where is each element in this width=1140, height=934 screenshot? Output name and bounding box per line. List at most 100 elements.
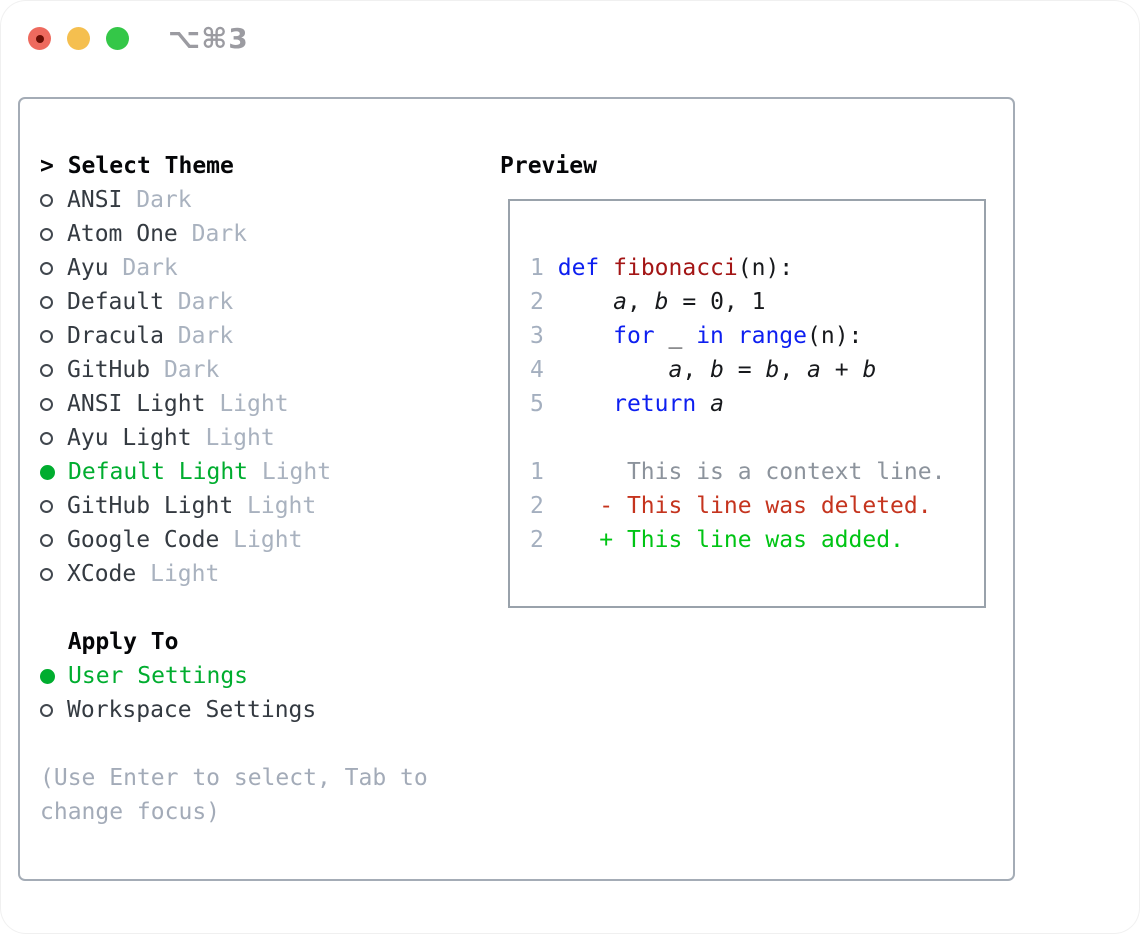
radio-unselected-icon [40, 262, 53, 275]
code-token: def [557, 255, 600, 281]
theme-option-google-code[interactable]: Google Code Light [40, 523, 480, 557]
code-token [724, 323, 738, 349]
radio-unselected-icon [40, 296, 53, 309]
apply-option-workspace-settings[interactable]: Workspace Settings [40, 693, 480, 727]
code-token: range [737, 323, 808, 349]
radio-unselected-icon [40, 330, 53, 343]
code-line: 4 a, b = b, a + b [530, 353, 984, 387]
theme-variant: Light [219, 527, 303, 553]
theme-option-default[interactable]: Default Dark [40, 285, 480, 319]
code-token: a [613, 289, 627, 315]
code-token: - This line was deleted. [599, 493, 932, 519]
code-token: for [613, 323, 655, 349]
theme-variant: Dark [150, 357, 220, 383]
code-token [558, 527, 600, 553]
theme-option-github-light[interactable]: GitHub Light Light [40, 489, 480, 523]
code-token [696, 391, 710, 417]
apply-option-user-settings[interactable]: User Settings [40, 659, 480, 693]
code-token: fibonacci [613, 255, 738, 281]
code-token: _ [654, 323, 697, 349]
theme-name: Dracula [67, 323, 164, 349]
theme-name: Ayu [67, 255, 109, 281]
code-token: b [862, 357, 877, 383]
code-token: return [613, 391, 697, 417]
modified-dot-icon [35, 34, 44, 43]
close-button[interactable] [28, 27, 51, 50]
theme-variant: Dark [163, 289, 234, 315]
maximize-button[interactable] [106, 27, 129, 50]
theme-name: ANSI Light [67, 391, 206, 417]
line-number: 3 [530, 323, 544, 349]
code-token [558, 357, 669, 383]
theme-name: GitHub [67, 357, 151, 383]
code-token: b [765, 357, 780, 383]
select-theme-title: Select Theme [67, 153, 234, 179]
code-token: in [696, 323, 724, 349]
spacer [40, 727, 480, 761]
code-token: = [723, 357, 766, 383]
radio-unselected-icon [40, 568, 53, 581]
line-number: 4 [530, 357, 544, 383]
theme-variant: Light [233, 493, 317, 519]
radio-selected-icon [40, 465, 55, 480]
code-token: a [807, 357, 821, 383]
theme-option-github[interactable]: GitHub Dark [40, 353, 480, 387]
theme-variant: Light [191, 425, 275, 451]
theme-name: Default [67, 289, 164, 315]
window-title: ⌥⌘3 [168, 22, 249, 55]
minimize-button[interactable] [67, 27, 90, 50]
code-token [599, 255, 613, 281]
theme-option-ansi[interactable]: ANSI Dark [40, 183, 480, 217]
preview-header: Preview [500, 153, 597, 179]
select-theme-header: > Select Theme [40, 149, 480, 183]
code-line: 1 def fibonacci(n): [530, 251, 984, 285]
theme-variant: Dark [163, 323, 234, 349]
radio-selected-icon [40, 669, 55, 684]
line-number: 2 [530, 289, 544, 315]
theme-option-ayu[interactable]: Ayu Dark [40, 251, 480, 285]
theme-name: Google Code [67, 527, 220, 553]
theme-variant: Light [205, 391, 289, 417]
theme-name: ANSI [67, 187, 123, 213]
apply-option-label: User Settings [68, 663, 249, 689]
code-token: This is a context line. [557, 459, 946, 485]
theme-name: GitHub Light [67, 493, 234, 519]
code-token [558, 391, 613, 417]
theme-variant: Dark [122, 187, 192, 213]
theme-option-xcode[interactable]: XCode Light [40, 557, 480, 591]
code-token: b [654, 289, 669, 315]
code-token: b [710, 357, 724, 383]
code-token: , [779, 357, 808, 383]
line-number: 1 [530, 459, 544, 485]
code-token [558, 289, 613, 315]
code-token: a [710, 391, 724, 417]
code-line: 1 This is a context line. [530, 455, 984, 489]
theme-name: Atom One [67, 221, 178, 247]
code-token: , [626, 289, 655, 315]
code-token: + This line was added. [599, 527, 904, 553]
theme-variant: Dark [177, 221, 248, 247]
code-line [530, 421, 984, 455]
code-token [558, 493, 600, 519]
spacer [40, 591, 480, 625]
titlebar: ⌥⌘3 [0, 0, 1140, 76]
radio-unselected-icon [40, 194, 53, 207]
radio-unselected-icon [40, 534, 53, 547]
code-token: (n): [807, 323, 863, 349]
theme-option-ansi-light[interactable]: ANSI Light Light [40, 387, 480, 421]
help-text: (Use Enter to select, Tab to change focu… [40, 765, 428, 825]
theme-variant: Light [136, 561, 220, 587]
code-line: 2 + This line was added. [530, 523, 984, 557]
radio-unselected-icon [40, 228, 53, 241]
theme-option-atom-one[interactable]: Atom One Dark [40, 217, 480, 251]
code-token: = 0, 1 [668, 289, 766, 315]
theme-option-dracula[interactable]: Dracula Dark [40, 319, 480, 353]
theme-option-ayu-light[interactable]: Ayu Light Light [40, 421, 480, 455]
theme-option-default-light[interactable]: Default Light Light [40, 455, 480, 489]
